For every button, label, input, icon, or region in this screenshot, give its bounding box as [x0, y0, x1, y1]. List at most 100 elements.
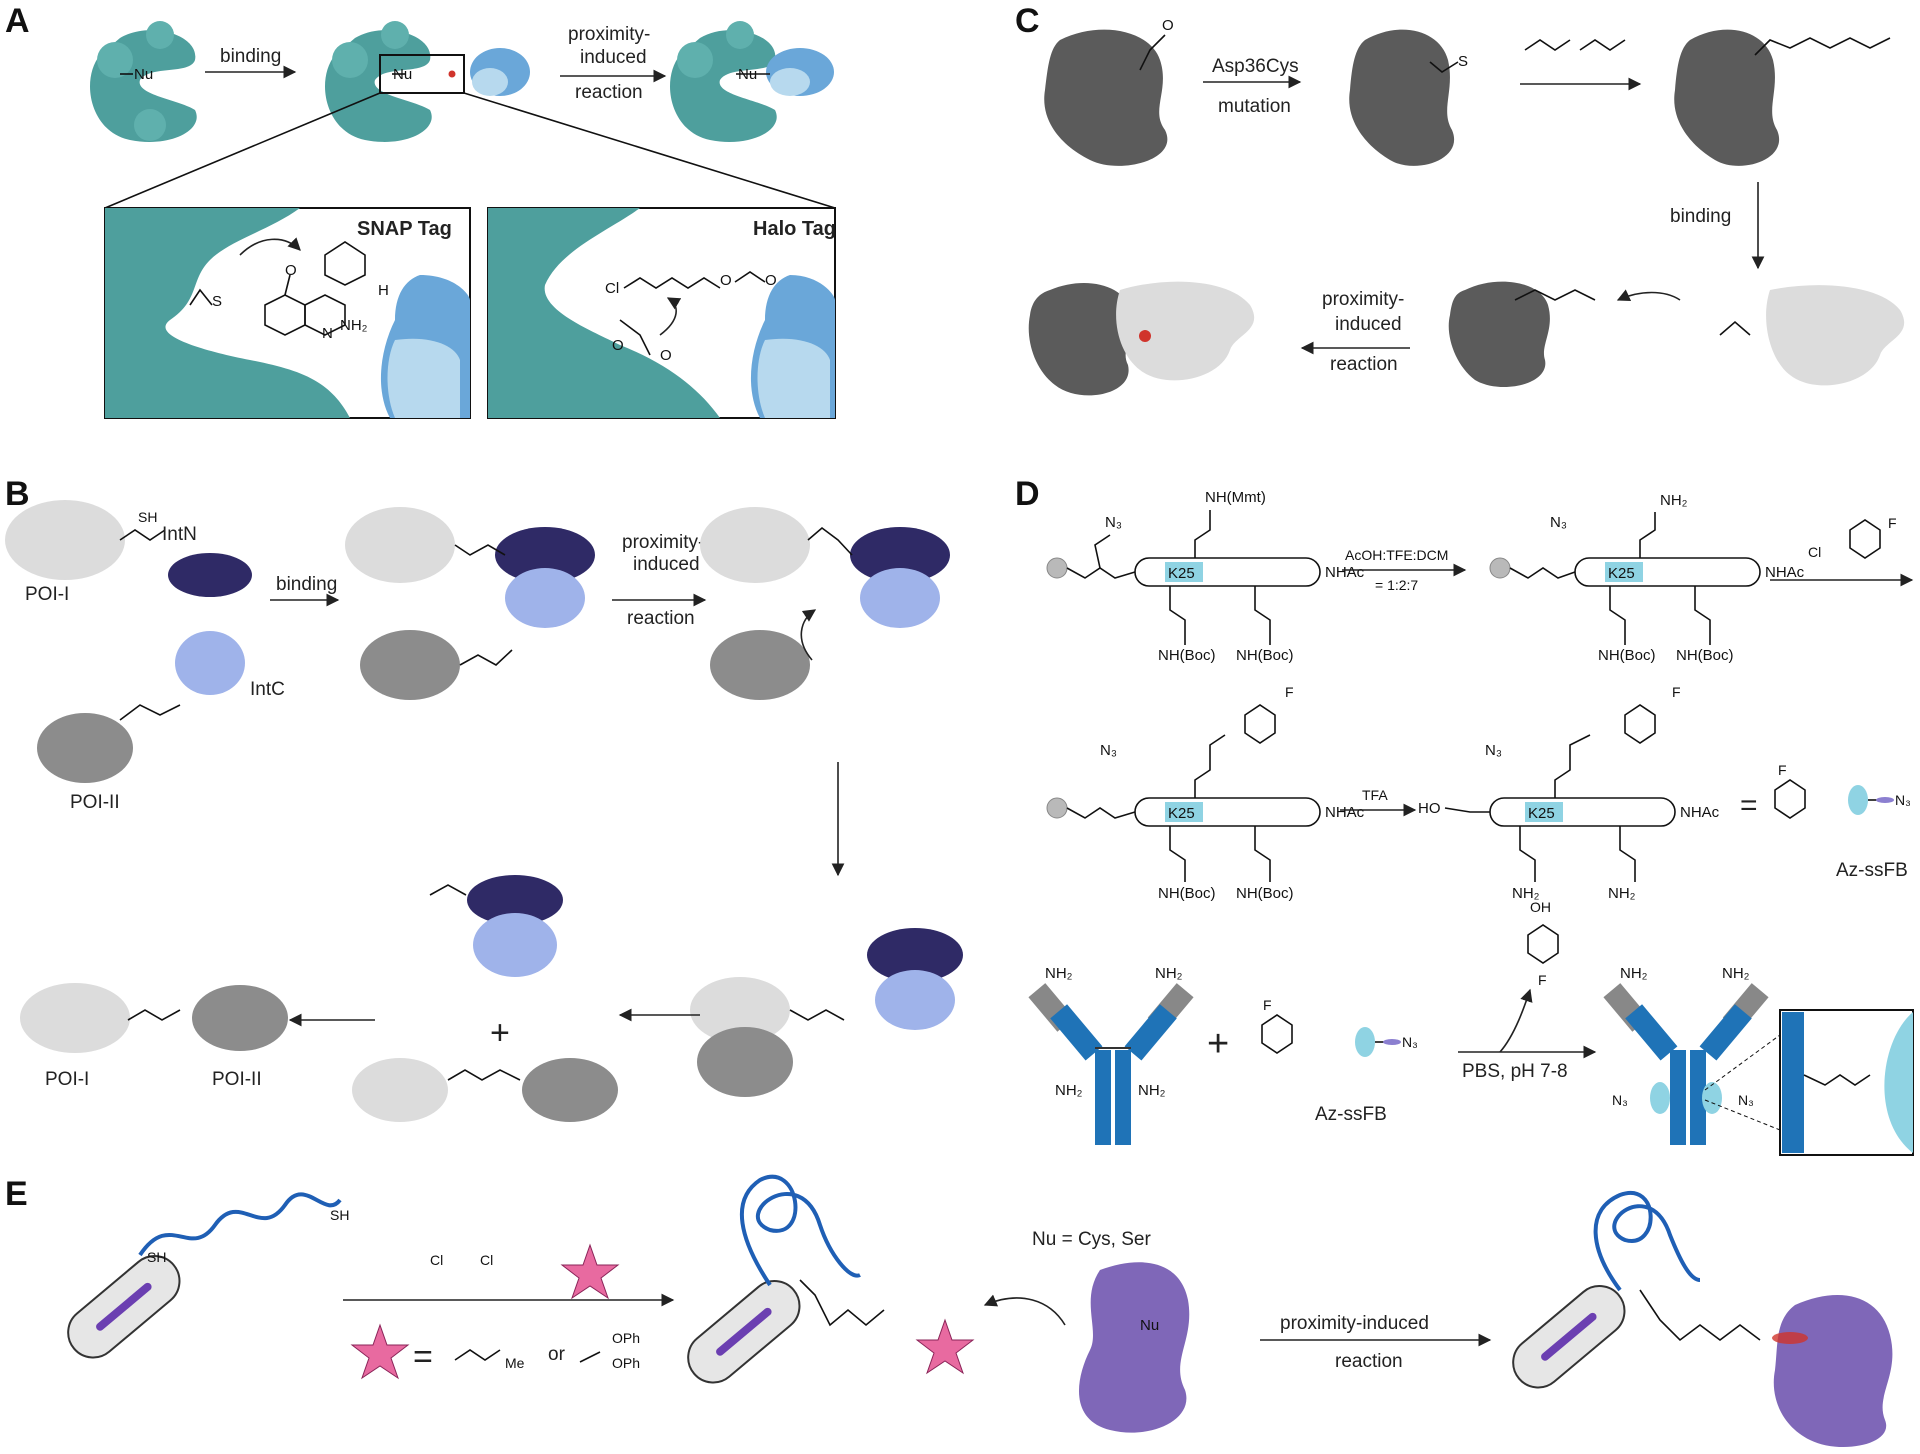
panel-d-peptide-1 [1134, 557, 1321, 587]
panel-b-poi1-1 [5, 500, 125, 580]
panel-b-arrow-binding-label: binding [276, 574, 337, 595]
panel-d-n3-4: N₃ [1485, 742, 1502, 759]
panel-e-arrow-line2: reaction [1335, 1351, 1403, 1372]
panel-e-arrow-line1: proximity-induced [1280, 1313, 1429, 1334]
panel-d-nh2-4a: NH₂ [1512, 885, 1540, 902]
panel-b-poi2-final: POI-II [212, 1069, 262, 1090]
panel-d-nhboc-2a: NH(Boc) [1598, 647, 1656, 664]
panel-e-purple-enzyme [1078, 1262, 1190, 1433]
panel-b-intc: IntC [250, 679, 285, 700]
panel-d-cl: Cl [1808, 544, 1821, 560]
panel-c-arrow-binding-label: binding [1670, 206, 1731, 227]
panel-e-peptide-chain-3 [1593, 1190, 1701, 1292]
panel-d-ab2-nh2-2: NH₂ [1722, 965, 1750, 982]
panel-a-zoom-box [379, 54, 465, 94]
panel-a-halo-o1: O [720, 272, 732, 289]
panel-a-enzyme-3 [670, 21, 777, 142]
panel-e-star-2 [915, 1318, 975, 1375]
panel-b-arrow-line3: reaction [627, 608, 695, 629]
panel-d-n3-1: N₃ [1105, 514, 1122, 531]
panel-e-equals: = [413, 1338, 433, 1376]
panel-d-k25-2: K25 [1608, 565, 1635, 582]
panel-d-reagent3: PBS, pH 7-8 [1462, 1061, 1568, 1082]
panel-a-inset-snap: SNAP Tag S O N NH₂ H [104, 207, 471, 419]
panel-d-k25-3: K25 [1168, 805, 1195, 822]
panel-d-ab2-n3-1: N₃ [1612, 1092, 1628, 1108]
panel-a-halo-o2: O [765, 272, 777, 289]
panel-e-cl-1: Cl [430, 1252, 443, 1268]
panel-d-nhac-4: NHAc [1680, 804, 1720, 821]
panel-a-halo-o3: O [660, 347, 672, 364]
panel-a-tag-protein-1 [470, 48, 530, 96]
panel-a-snap-s: S [212, 293, 222, 310]
panel-d-nhboc-1a: NH(Boc) [1158, 647, 1216, 664]
panel-d-resin-3 [1046, 797, 1068, 819]
panel-d-azssfb-label-2: Az-ssFB [1315, 1104, 1387, 1125]
panel-a-halo-title: Halo Tag [753, 218, 836, 240]
panel-d-nhboc-3b: NH(Boc) [1236, 885, 1294, 902]
panel-e-sh-1: SH [147, 1249, 166, 1265]
panel-b-sh-1: SH [138, 509, 157, 525]
panel-c-back-line2: induced [1335, 314, 1402, 335]
panel-b-poi2-1 [37, 713, 133, 783]
panel-e-bacterium-2 [687, 1280, 801, 1384]
panel-e-peptide-chain-1 [138, 1192, 342, 1257]
panel-d-n3-6: N₃ [1402, 1034, 1418, 1050]
panel-e-nu-def: Nu = Cys, Ser [1032, 1229, 1151, 1250]
panel-e-me: Me [505, 1355, 525, 1371]
panel-a-arrow-line2: induced [580, 47, 647, 68]
panel-d-antibody-1 [1028, 983, 1194, 1145]
panel-a-arrow-binding-label: binding [220, 46, 281, 67]
panel-b-complex-2 [700, 507, 950, 700]
panel-c-partner-protein [1766, 285, 1905, 386]
panel-d-zoom-inset [1779, 1009, 1914, 1156]
panel-d-nh2-4b: NH₂ [1608, 885, 1636, 902]
panel-a-snap-o: O [285, 262, 297, 279]
panel-c-protein-2 [1349, 29, 1455, 166]
panel-e-peptide-chain-2 [739, 1175, 861, 1287]
panel-e-oph-1: OPh [612, 1330, 640, 1346]
panel-d-nh2-2: NH₂ [1660, 492, 1688, 509]
panel-d-ab2-n3-2: N₃ [1738, 1092, 1754, 1108]
panel-a-enzyme-1 [90, 21, 197, 142]
panel-d-ab-nh2-3: NH₂ [1055, 1082, 1083, 1099]
panel-e-star-def [350, 1323, 410, 1380]
panel-d-n3-2: N₃ [1550, 514, 1567, 531]
panel-d-antibody-2 [1603, 983, 1769, 1145]
panel-a-arrow-line1: proximity- [568, 24, 650, 45]
panel-d-n3-3: N₃ [1100, 742, 1117, 759]
panel-e-labeled-enzyme [1772, 1295, 1893, 1448]
panel-d-f-3: F [1672, 684, 1681, 700]
panel-b-intc-protein [175, 631, 245, 695]
panel-b-label: B [5, 475, 30, 513]
panel-d-nhac-2: NHAc [1765, 564, 1805, 581]
panel-a-tag-protein-2 [766, 48, 834, 96]
panel-a-halo-o4: O [612, 337, 624, 354]
panel-e-or: or [548, 1344, 566, 1365]
panel-a-label: A [5, 2, 30, 40]
panel-d-nhac-1: NHAc [1325, 564, 1365, 581]
panel-b-plus: + [490, 1014, 510, 1052]
panel-c-back-line1: proximity- [1322, 289, 1404, 310]
panel-e-cl-2: Cl [480, 1252, 493, 1268]
panel-b-poi1-final: POI-I [45, 1069, 89, 1090]
panel-a-snap-n: N [322, 325, 333, 342]
panel-a-enzyme-2 [325, 21, 432, 142]
panel-d-peptide-4 [1489, 797, 1676, 827]
panel-b-complex-3 [690, 928, 963, 1097]
panel-d-resin-1 [1046, 557, 1068, 579]
panel-b-complex-1 [345, 507, 595, 700]
panel-b-ligated-product [20, 983, 288, 1053]
panel-b-intn: IntN [162, 524, 197, 545]
panel-e-star-1 [560, 1243, 620, 1300]
panel-e-oph-2: OPh [612, 1355, 640, 1371]
panel-d-f-2: F [1285, 684, 1294, 700]
panel-a-arrow-line3: reaction [575, 82, 643, 103]
panel-c-protein-4 [1448, 281, 1550, 388]
panel-c-protein-3 [1674, 29, 1780, 166]
panel-d-oh: OH [1530, 899, 1551, 915]
panel-c-label: C [1015, 2, 1040, 40]
panel-d-equals: = [1740, 789, 1758, 822]
panel-b-intein-product [467, 875, 563, 977]
panel-d-ssfb-oval [1848, 785, 1868, 815]
